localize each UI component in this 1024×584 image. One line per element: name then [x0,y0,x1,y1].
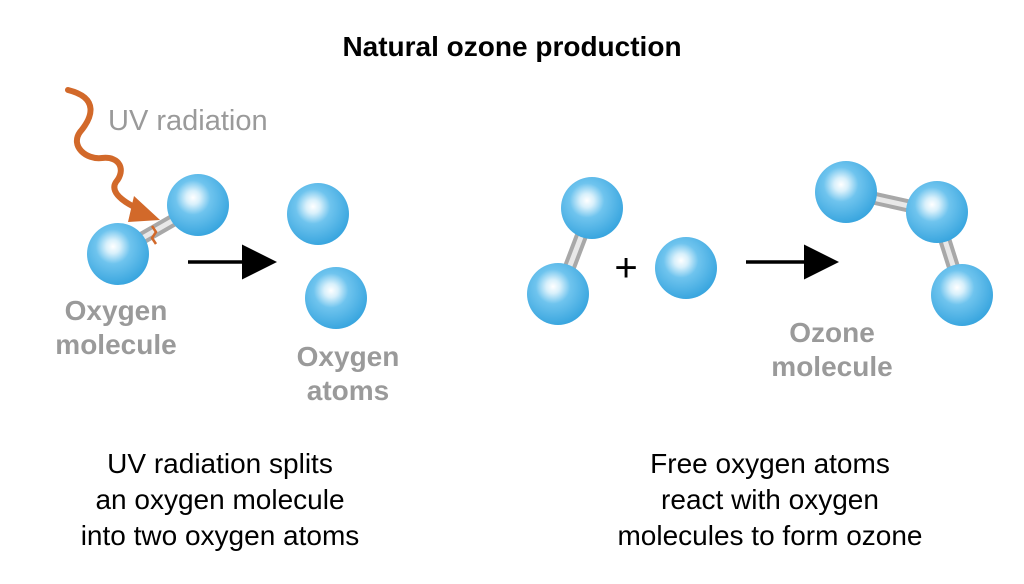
label-line: Oxygen [296,341,400,372]
ozone-molecule-label: Ozone molecule [742,316,922,384]
oxygen-molecule [87,174,229,285]
oxygen-atom [931,264,993,326]
caption-line: react with oxygen [661,483,879,515]
caption-line: molecules to form ozone [617,519,923,551]
ozone-molecule [815,161,993,326]
label-line: molecule [55,329,177,361]
uv-radiation-label: UV radiation [108,105,268,137]
label-line: atoms [306,375,390,407]
left-caption: UV radiation splits an oxygen molecule i… [20,446,420,553]
oxygen-atoms-label: Oxygen atoms [258,340,438,408]
oxygen-atoms [287,183,367,329]
diagram-title: Natural ozone production [342,31,682,62]
oxygen-atom [167,174,229,236]
oxygen-atom [305,267,367,329]
plus-sign: + [614,246,638,290]
caption-line: Free oxygen atoms [650,448,890,479]
oxygen-molecule-label: Oxygen molecule [26,294,206,362]
split-mark [150,225,158,245]
free-oxygen-atom [655,237,717,299]
oxygen-atom [906,181,968,243]
right-caption: Free oxygen atoms react with oxygen mole… [560,446,980,553]
oxygen-atom [87,223,149,285]
caption-line: UV radiation splits [107,448,333,479]
label-line: Oxygen [64,295,168,326]
caption-line: an oxygen molecule [95,483,345,515]
label-line: Ozone [789,317,875,348]
label-line: molecule [771,351,893,383]
oxygen-molecule-reactant [527,177,623,325]
uv-radiation-arrow [65,87,160,222]
oxygen-atom [287,183,349,245]
caption-line: into two oxygen atoms [80,519,360,551]
oxygen-atom [527,263,589,325]
oxygen-atom [815,161,877,223]
oxygen-atom [561,177,623,239]
